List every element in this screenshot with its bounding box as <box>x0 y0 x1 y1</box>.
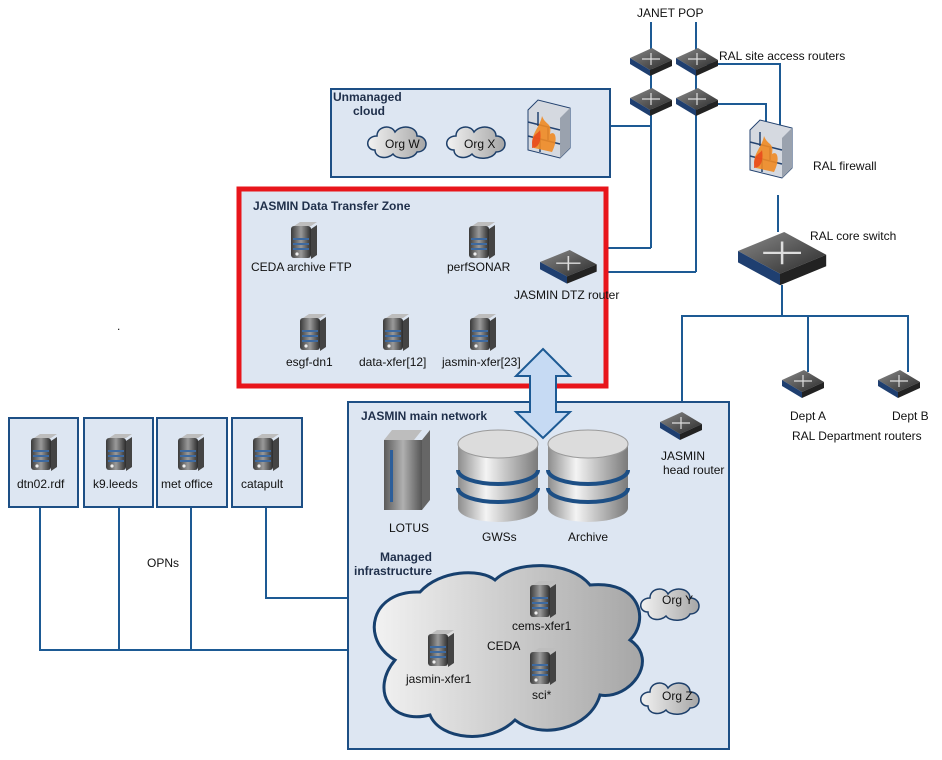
jasmin-xfer23-label: jasmin-xfer[23] <box>441 355 521 369</box>
org-w-label: Org W <box>385 137 420 151</box>
opns-label: OPNs <box>147 556 179 570</box>
gwss-label: GWSs <box>482 530 517 544</box>
unmanaged-firewall-icon <box>527 99 571 159</box>
dept-routers-caption: RAL Department routers <box>792 429 922 443</box>
jasmin-xfer1-label: jasmin-xfer1 <box>405 672 472 686</box>
sci-label: sci* <box>532 688 552 702</box>
dtz-title: JASMIN Data Transfer Zone <box>253 199 411 213</box>
main-network-title: JASMIN main network <box>361 409 487 423</box>
managed-label-2: infrastructure <box>354 564 432 578</box>
ceda-ftp-label: CEDA archive FTP <box>251 260 352 274</box>
dept-a-router-icon <box>781 369 825 399</box>
unmanaged-title-1: Unmanaged <box>333 90 402 104</box>
dtz-router-label: JASMIN DTZ router <box>514 288 619 302</box>
cems-xfer1-label: cems-xfer1 <box>512 619 572 633</box>
managed-label-1: Managed <box>380 550 432 564</box>
access-router-1-icon <box>629 47 673 77</box>
lotus-rack-icon <box>384 430 430 510</box>
ral-core-switch-label: RAL core switch <box>810 229 896 243</box>
head-router-label-2: head router <box>663 463 724 477</box>
gwss-storage-icon <box>456 428 540 524</box>
catapult-label: catapult <box>241 477 284 491</box>
metoffice-label: met office <box>161 477 213 491</box>
data-transfer-zone: JASMIN Data Transfer Zone CEDA archive F… <box>236 186 619 389</box>
stray-mark: . <box>117 319 120 333</box>
access-router-4-icon <box>675 87 719 117</box>
dept-b-label: Dept B <box>892 409 929 423</box>
unmanaged-cloud-zone: Unmanaged cloud Org W Org X <box>330 88 611 178</box>
ceda-cloud-icon <box>372 564 644 738</box>
opn-sites: dtn02.rdf k9.leeds met office catapult O… <box>8 417 303 570</box>
dtn02-label: dtn02.rdf <box>17 477 65 491</box>
site-access-routers-label: RAL site access routers <box>719 49 845 63</box>
perfsonar-label: perfSONAR <box>447 260 511 274</box>
link-core-bus <box>681 315 909 420</box>
access-router-3-icon <box>629 87 673 117</box>
ral-firewall-label: RAL firewall <box>813 159 877 173</box>
archive-storage-icon <box>546 428 630 524</box>
k9-label: k9.leeds <box>93 477 138 491</box>
link-opn-dtn02 <box>39 508 455 651</box>
main-network-zone: JASMIN main network JASMIN head router L… <box>347 401 730 750</box>
head-router-label-1: JASMIN <box>661 449 705 463</box>
ceda-label: CEDA <box>487 639 520 653</box>
access-router-2-icon <box>675 47 719 77</box>
unmanaged-title-2: cloud <box>353 104 385 118</box>
dept-a-label: Dept A <box>790 409 826 423</box>
org-y-label: Org Y <box>662 593 693 607</box>
ral-firewall-icon <box>749 119 793 179</box>
janet-pop-label: JANET POP <box>637 6 703 20</box>
link-access-to-firewall <box>696 63 781 140</box>
org-z-label: Org Z <box>662 689 693 703</box>
dept-b-router-icon <box>877 369 921 399</box>
lotus-label: LOTUS <box>389 521 429 535</box>
dtz-main-double-arrow <box>513 347 573 440</box>
esgf-dn1-label: esgf-dn1 <box>286 355 333 369</box>
archive-label: Archive <box>568 530 608 544</box>
org-x-label: Org X <box>464 137 495 151</box>
data-xfer-label: data-xfer[12] <box>359 355 426 369</box>
